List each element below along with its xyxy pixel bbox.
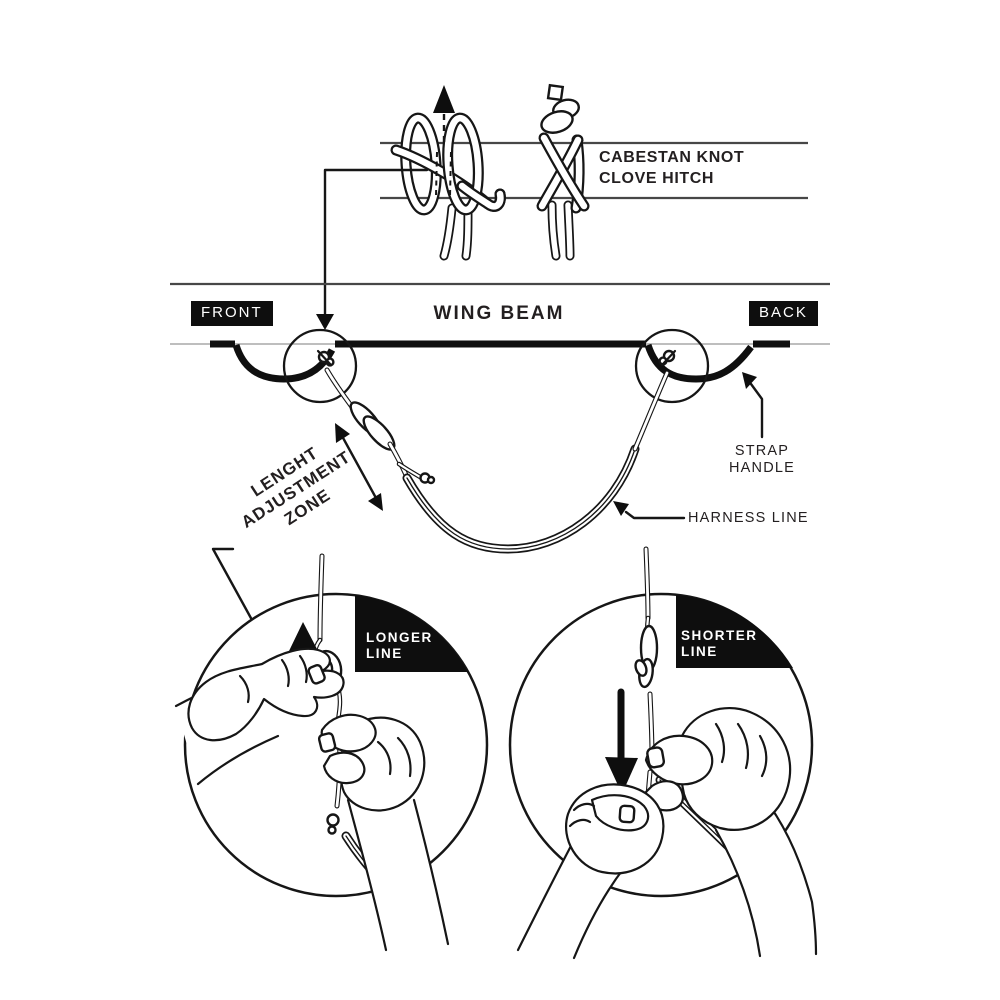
harness-line-art bbox=[324, 367, 670, 554]
attachment-circle-back bbox=[634, 328, 710, 404]
wing-beam bbox=[170, 282, 830, 404]
pull-down-arrow bbox=[605, 688, 638, 794]
fist-gripping-lower bbox=[516, 783, 665, 960]
thumbnail bbox=[317, 732, 337, 753]
pull-through-arrow bbox=[433, 85, 455, 197]
loose-knot bbox=[390, 112, 506, 261]
detail-leader-line bbox=[211, 547, 254, 622]
front-badge: FRONT bbox=[191, 301, 273, 326]
line-tie-back bbox=[658, 349, 677, 367]
shorter-line2: LINE bbox=[681, 644, 718, 659]
wing-beam-title: WING BEAM bbox=[433, 303, 565, 324]
longer-line-wedge bbox=[355, 595, 468, 672]
line-tie-front bbox=[316, 349, 335, 367]
back-badge: BACK bbox=[749, 301, 818, 326]
clove-hitch-illustration bbox=[380, 83, 808, 261]
knot-position-pointer bbox=[316, 168, 429, 330]
strap-handle-label: STRAP HANDLE bbox=[692, 443, 832, 477]
harness-line-pointer bbox=[613, 501, 686, 520]
thumbnail bbox=[618, 804, 636, 824]
tight-knot bbox=[536, 83, 590, 261]
strap-handle-pointer bbox=[742, 372, 764, 439]
hand-pinching-left bbox=[174, 647, 345, 786]
longer-line1: LONGER bbox=[366, 630, 433, 645]
strap-line1: STRAP bbox=[734, 443, 790, 459]
shorter-line-label: SHORTER LINE bbox=[681, 628, 758, 660]
longer-line2: LINE bbox=[366, 646, 403, 661]
strap-line2: HANDLE bbox=[728, 460, 796, 476]
shorter-line-wedge bbox=[676, 595, 793, 668]
hand-gripping-upper bbox=[644, 707, 818, 958]
longer-line-label: LONGER LINE bbox=[366, 630, 433, 662]
harness-line-label: HARNESS LINE bbox=[688, 510, 809, 526]
shorter-line1: SHORTER bbox=[681, 628, 758, 643]
fingernail bbox=[307, 663, 326, 685]
knot-label-line2: CLOVE HITCH bbox=[599, 170, 715, 187]
adjustment-range-arrow bbox=[335, 423, 383, 511]
strap-handle-back bbox=[644, 343, 754, 383]
thumbnail bbox=[646, 746, 666, 769]
knot-label-line1: CABESTAN KNOT bbox=[599, 149, 745, 166]
detail-circle-shorter bbox=[508, 546, 818, 960]
hand-gripping-lower bbox=[317, 713, 450, 952]
detail-circle-longer bbox=[174, 553, 489, 952]
strap-handle-front bbox=[232, 343, 336, 383]
attachment-circle-front bbox=[282, 328, 358, 404]
